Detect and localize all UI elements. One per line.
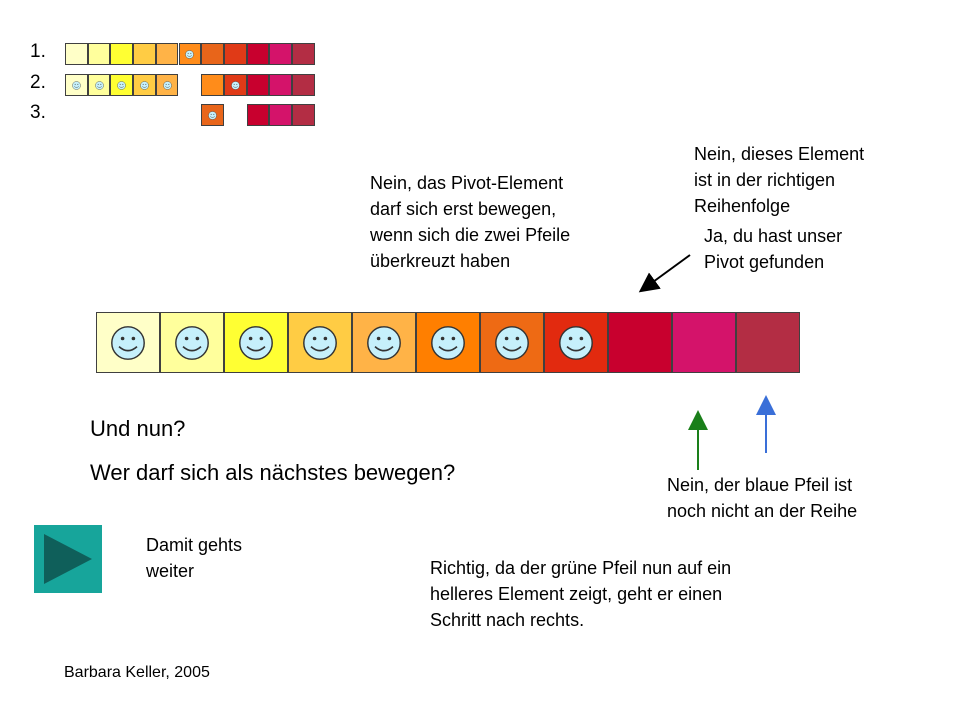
- question-line-2: Wer darf sich als nächstes bewegen?: [90, 460, 456, 485]
- smiley-face-icon: [175, 325, 209, 360]
- mini-element-cell: [292, 104, 315, 126]
- found-pivot-text: Ja, du hast unser Pivot gefunden: [704, 226, 843, 273]
- mini-element-cell: [269, 104, 292, 126]
- mini-element-cell: [246, 74, 270, 96]
- mini-element-cell: [155, 74, 179, 96]
- element-cell: [288, 312, 352, 373]
- element-cell: [96, 312, 160, 373]
- smiley-face-icon: [111, 325, 145, 360]
- smiley-face-icon: [162, 80, 172, 90]
- smiley-face-icon: [117, 80, 126, 90]
- mini-element-cell: [246, 43, 270, 65]
- element-cell: [352, 312, 416, 373]
- mini-element-cell: [133, 43, 156, 65]
- element-cell: [736, 312, 800, 373]
- mini-element-cell: [269, 43, 292, 65]
- mini-element-cell: [133, 74, 156, 96]
- smiley-face-icon: [94, 80, 104, 90]
- mini-element-cell: [201, 74, 224, 96]
- mini-element-cell: [178, 43, 202, 65]
- smiley-face-icon: [239, 325, 273, 360]
- correct-order-text: Nein, dieses Element ist in der richtige…: [694, 144, 865, 217]
- mini-element-cell: [87, 74, 111, 96]
- mini-element-cell: [65, 74, 88, 96]
- element-cell: [224, 312, 288, 373]
- smiley-face-icon: [208, 110, 217, 120]
- next-button[interactable]: [34, 525, 102, 593]
- row-label: 3.: [30, 102, 46, 123]
- element-cell: [480, 312, 544, 373]
- row-label: 2.: [30, 72, 46, 93]
- main-element-row: [96, 312, 800, 373]
- smiley-face-icon: [495, 325, 529, 360]
- mini-element-cell: [269, 74, 292, 96]
- blue-not-yet-text: Nein, der blaue Pfeil ist noch nicht an …: [667, 475, 858, 522]
- mini-element-cell: [201, 104, 224, 126]
- pivot-wait-text: Nein, das Pivot-Element darf sich erst b…: [370, 173, 571, 272]
- row-label: 1.: [30, 41, 46, 62]
- footer-credit: Barbara Keller, 2005: [64, 664, 210, 681]
- mini-element-cell: [223, 43, 247, 65]
- smiley-face-icon: [231, 80, 240, 90]
- smiley-face-icon: [303, 325, 337, 360]
- question-line-1: Und nun?: [90, 416, 186, 441]
- next-hint-text: Damit gehts weiter: [146, 535, 243, 582]
- smiley-face-icon: [559, 325, 593, 360]
- mini-element-cell: [87, 43, 111, 65]
- green-moves-text: Richtig, da der grüne Pfeil nun auf ein …: [430, 558, 732, 631]
- mini-element-cell: [65, 43, 88, 65]
- smiley-face-icon: [431, 325, 465, 360]
- mini-element-cell: [155, 43, 179, 65]
- element-cell: [160, 312, 224, 373]
- mini-element-cell: [201, 43, 224, 65]
- mini-element-cell: [110, 74, 134, 96]
- smiley-face-icon: [140, 80, 149, 90]
- mini-element-cell: [223, 74, 247, 96]
- smiley-face-icon: [367, 325, 401, 360]
- black-arrow: [638, 254, 691, 293]
- smiley-face-icon: [72, 80, 81, 90]
- element-cell: [416, 312, 480, 373]
- smiley-face-icon: [185, 49, 195, 59]
- element-cell: [672, 312, 736, 373]
- element-cell: [544, 312, 608, 373]
- mini-element-cell: [246, 104, 270, 126]
- element-cell: [608, 312, 672, 373]
- mini-element-cell: [110, 43, 134, 65]
- play-triangle-icon: [44, 534, 92, 584]
- mini-element-cell: [292, 74, 315, 96]
- mini-element-cell: [292, 43, 315, 65]
